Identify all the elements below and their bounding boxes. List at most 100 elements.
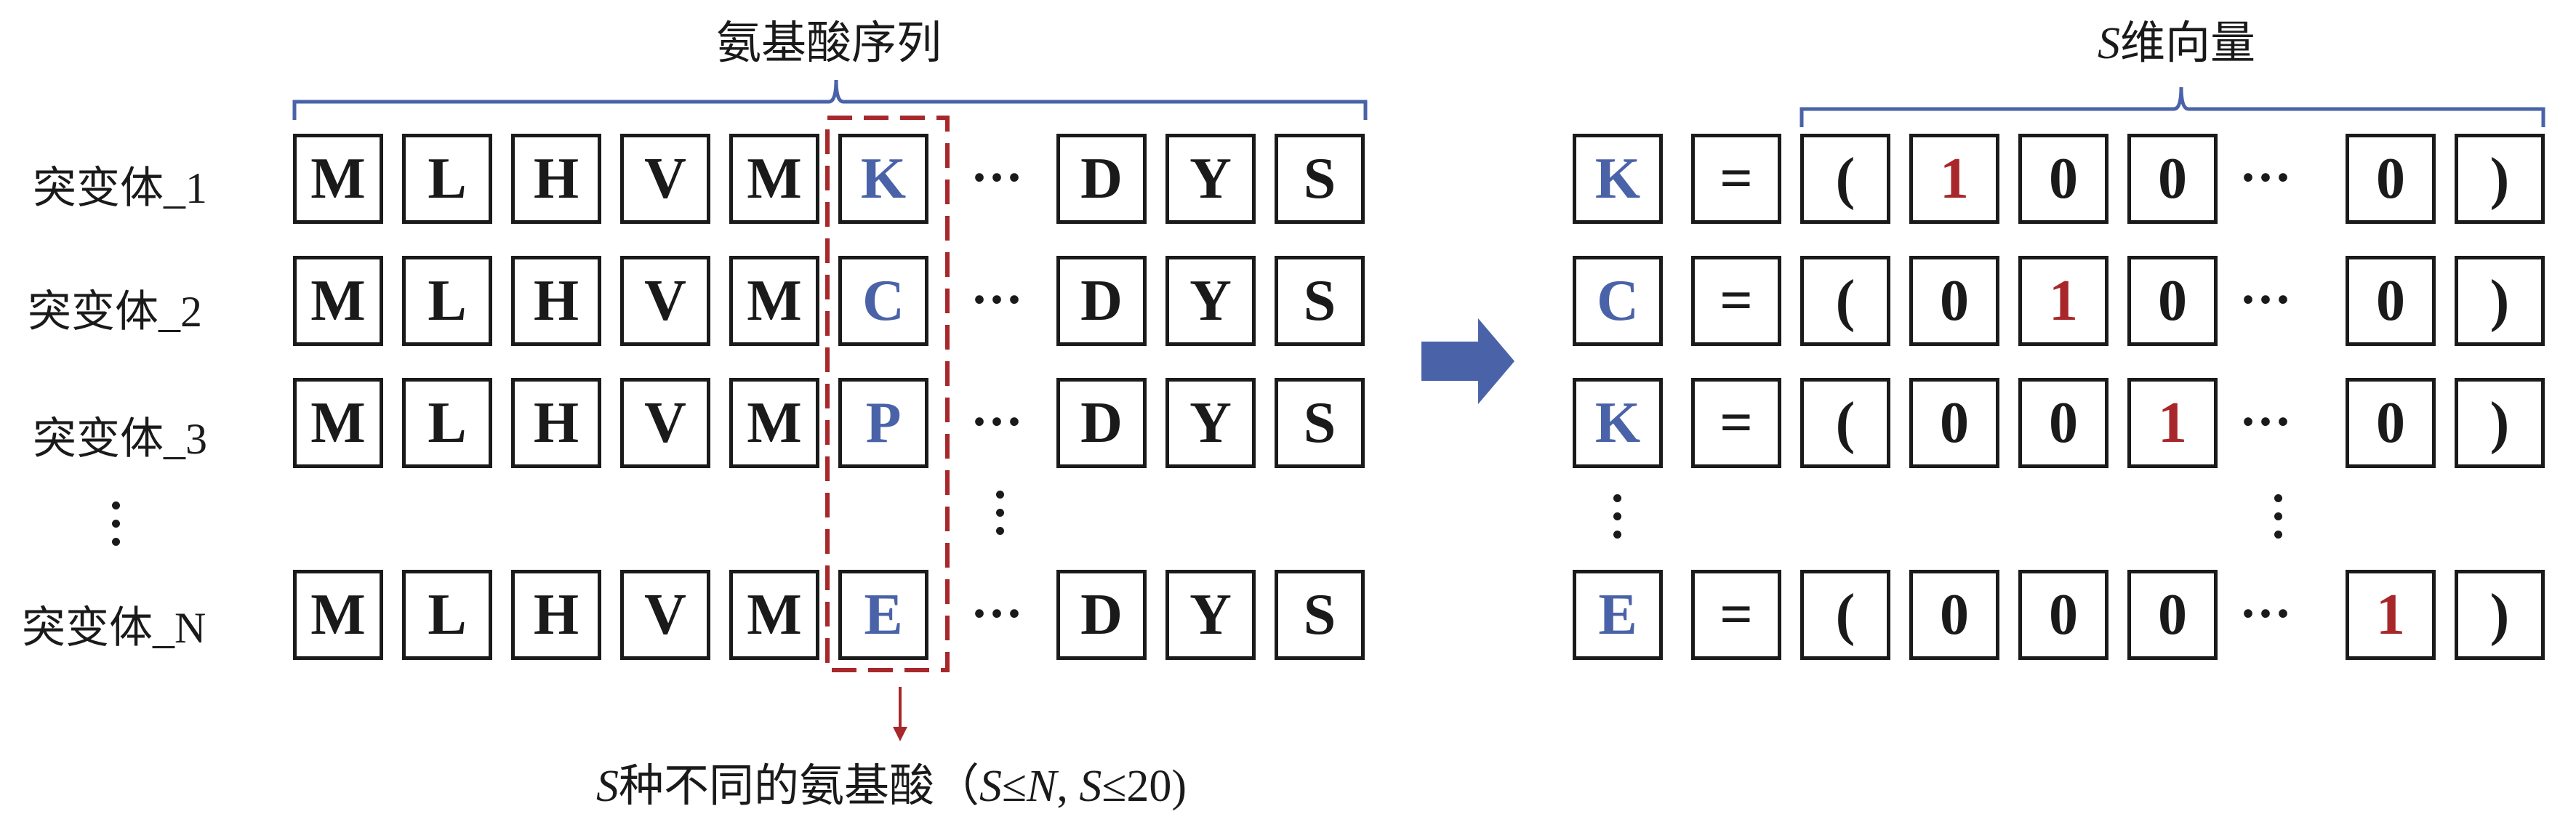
sequence-cell: S xyxy=(1275,134,1365,224)
vector-ellipsis: ··· xyxy=(2239,270,2292,329)
caption-s-3: S xyxy=(1079,762,1102,811)
sequence-cell: M xyxy=(293,256,383,346)
variant-cell: E xyxy=(838,570,928,660)
vector-ellipsis: ··· xyxy=(2239,392,2292,451)
sequence-bracket xyxy=(292,79,1368,120)
vector-ellipsis: ··· xyxy=(2239,584,2292,642)
sequence-cell: M xyxy=(729,256,819,346)
transform-arrow-icon xyxy=(1421,318,1514,404)
sequence-cell: M xyxy=(293,134,383,224)
variant-column-dashed-box xyxy=(825,116,950,672)
vector-value-cell: 0 xyxy=(2346,134,2436,224)
vector-value-cell: 0 xyxy=(1909,378,1999,468)
vector-value-cell: 0 xyxy=(2127,570,2218,660)
sequence-ellipsis: ··· xyxy=(971,392,1024,451)
sequence-cell: Y xyxy=(1165,570,1256,660)
close-paren-cell: ) xyxy=(2455,134,2545,224)
vector-dims-ellipsis-vertical xyxy=(2274,494,2283,549)
vector-value-cell: 0 xyxy=(2018,378,2108,468)
close-paren-cell: ) xyxy=(2455,570,2545,660)
caption-sep: , xyxy=(1056,762,1080,811)
vector-value-cell: 1 xyxy=(2018,256,2108,346)
caption-limit: ≤20) xyxy=(1102,762,1187,811)
row-label: 突变体_3 xyxy=(33,415,207,463)
sequence-cell: V xyxy=(620,256,710,346)
vector-value-cell: 0 xyxy=(2346,378,2436,468)
row-label: 突变体_N xyxy=(22,604,206,652)
sequence-cell: H xyxy=(511,134,601,224)
sequence-cell: M xyxy=(729,134,819,224)
vector-bracket xyxy=(1799,86,2545,127)
caption-leq: ≤ xyxy=(1002,762,1027,811)
equals-cell: = xyxy=(1691,570,1781,660)
sequence-cell: V xyxy=(620,570,710,660)
sequence-cell: M xyxy=(729,570,819,660)
sequence-ellipsis: ··· xyxy=(971,148,1024,206)
sequence-cell: D xyxy=(1056,256,1147,346)
sequence-cell: Y xyxy=(1165,256,1256,346)
row-label: 突变体_1 xyxy=(33,164,207,212)
rows-ellipsis-vertical xyxy=(112,501,121,556)
s-variable: S xyxy=(2098,19,2120,68)
sequence-ellipsis: ··· xyxy=(971,270,1024,329)
sequence-cell: Y xyxy=(1165,134,1256,224)
s-dimension-vector-title: S维向量 xyxy=(2098,6,2255,71)
sequence-cell: H xyxy=(511,570,601,660)
sequence-cell: V xyxy=(620,134,710,224)
down-arrow-head xyxy=(893,727,907,741)
sequence-cell: S xyxy=(1275,256,1365,346)
sequence-cell: S xyxy=(1275,378,1365,468)
vector-word: 维向量 xyxy=(2120,19,2256,68)
sequence-cell: D xyxy=(1056,134,1147,224)
sequence-ellipsis-vertical xyxy=(996,491,1005,545)
vector-value-cell: 0 xyxy=(2346,256,2436,346)
vector-value-cell: 0 xyxy=(2018,570,2108,660)
close-paren-cell: ) xyxy=(2455,378,2545,468)
vector-rows-ellipsis-vertical xyxy=(1613,494,1622,549)
distinct-amino-acids-caption: S种不同的氨基酸（S≤N, S≤20) xyxy=(596,749,1187,814)
row-label: 突变体_2 xyxy=(28,288,202,336)
vector-value-cell: 0 xyxy=(1909,256,1999,346)
sequence-cell: S xyxy=(1275,570,1365,660)
sequence-cell: V xyxy=(620,378,710,468)
sequence-cell: L xyxy=(402,256,492,346)
sequence-cell: L xyxy=(402,570,492,660)
sequence-ellipsis: ··· xyxy=(971,584,1024,642)
vector-value-cell: 0 xyxy=(2018,134,2108,224)
vector-value-cell: 0 xyxy=(1909,570,1999,660)
sequence-cell: D xyxy=(1056,570,1147,660)
sequence-cell: L xyxy=(402,134,492,224)
caption-s: S xyxy=(596,762,619,811)
amino-acid-cell: E xyxy=(1573,570,1663,660)
sequence-cell: D xyxy=(1056,378,1147,468)
equals-cell: = xyxy=(1691,134,1781,224)
variant-cell: P xyxy=(838,378,928,468)
open-paren-cell: ( xyxy=(1800,378,1890,468)
equals-cell: = xyxy=(1691,378,1781,468)
amino-acid-sequence-title: 氨基酸序列 xyxy=(716,19,942,68)
sequence-cell: M xyxy=(293,378,383,468)
sequence-cell: M xyxy=(293,570,383,660)
equals-cell: = xyxy=(1691,256,1781,346)
open-paren-cell: ( xyxy=(1800,134,1890,224)
sequence-cell: H xyxy=(511,256,601,346)
open-paren-cell: ( xyxy=(1800,256,1890,346)
vector-value-cell: 1 xyxy=(2127,378,2218,468)
close-paren-cell: ) xyxy=(2455,256,2545,346)
sequence-cell: L xyxy=(402,378,492,468)
variant-cell: K xyxy=(838,134,928,224)
vector-value-cell: 0 xyxy=(2127,134,2218,224)
amino-acid-cell: K xyxy=(1573,134,1663,224)
open-paren-cell: ( xyxy=(1800,570,1890,660)
vector-value-cell: 0 xyxy=(2127,256,2218,346)
amino-acid-cell: K xyxy=(1573,378,1663,468)
vector-value-cell: 1 xyxy=(2346,570,2436,660)
variant-cell: C xyxy=(838,256,928,346)
amino-acid-cell: C xyxy=(1573,256,1663,346)
sequence-cell: Y xyxy=(1165,378,1256,468)
vector-ellipsis: ··· xyxy=(2239,148,2292,206)
caption-text: 种不同的氨基酸（ xyxy=(619,762,980,811)
vector-value-cell: 1 xyxy=(1909,134,1999,224)
caption-n: N xyxy=(1027,762,1057,811)
